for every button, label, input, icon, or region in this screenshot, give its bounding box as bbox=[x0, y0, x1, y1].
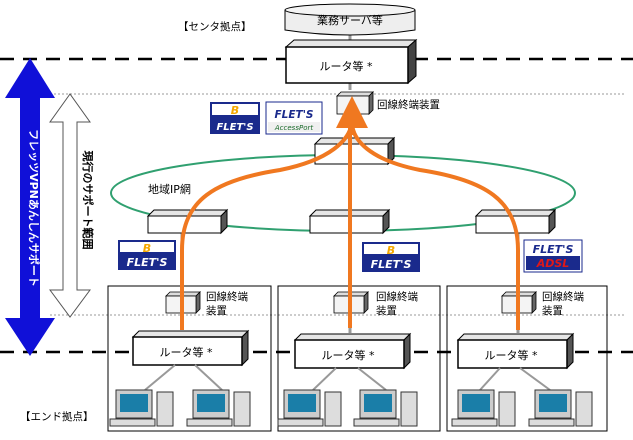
svg-text:FLET'S: FLET'S bbox=[371, 258, 412, 271]
end-router-1: ルータ等 * bbox=[131, 329, 250, 367]
svg-text:ADSL: ADSL bbox=[536, 257, 570, 270]
flets-vpn-support-arrow bbox=[5, 58, 55, 356]
end-line-terminal-3-label-b: 装置 bbox=[542, 304, 563, 317]
center-line-terminal-label: 回線終端装置 bbox=[377, 98, 440, 111]
flets-access-port-logo: FLET'S AccessPort bbox=[265, 101, 323, 135]
pc-1-2 bbox=[186, 389, 251, 427]
end-line-terminal-1-label-a: 回線終端 bbox=[206, 290, 248, 303]
svg-text:B: B bbox=[231, 104, 239, 117]
end-site-box-1 bbox=[107, 285, 272, 432]
b-flets-logo-top: B FLET'S bbox=[210, 102, 260, 134]
business-server: 業務サーバ等 bbox=[284, 3, 416, 36]
center-router-label: ルータ等 * bbox=[320, 59, 373, 73]
b-flets-logo-mid: B FLET'S bbox=[362, 242, 420, 272]
regional-ip-network-label: 地域IP網 bbox=[148, 182, 191, 196]
end-site-label: 【エンド拠点】 bbox=[20, 410, 94, 423]
end-site-box-2 bbox=[277, 285, 441, 432]
svg-text:AccessPort: AccessPort bbox=[274, 124, 313, 132]
svg-text:FLET'S: FLET'S bbox=[127, 256, 168, 269]
svg-text:FLET'S: FLET'S bbox=[216, 122, 253, 133]
svg-text:FLET'S: FLET'S bbox=[533, 243, 574, 256]
b-flets-logo-left: B FLET'S bbox=[118, 240, 176, 270]
end-line-terminal-3-label-a: 回線終端 bbox=[542, 290, 584, 303]
end-line-terminal-1-label-b: 装置 bbox=[206, 304, 227, 317]
pc-3-1 bbox=[451, 389, 516, 427]
end-router-3: ルータ等 * bbox=[456, 332, 575, 370]
pc-3-2 bbox=[528, 389, 593, 427]
svg-text:FLET'S: FLET'S bbox=[275, 109, 314, 121]
end-line-terminal-2-label-b: 装置 bbox=[376, 304, 397, 317]
pc-2-2 bbox=[353, 389, 418, 427]
end-router-1-label: ルータ等 * bbox=[160, 345, 213, 359]
current-support-scope-label: 現行のサポート範囲 bbox=[81, 151, 95, 250]
svg-text:B: B bbox=[387, 244, 395, 257]
current-support-scope-arrow bbox=[49, 93, 91, 318]
vpn-flow-arrows bbox=[180, 96, 520, 330]
center-router: ルータ等 * bbox=[284, 38, 418, 85]
flets-vpn-support-label: フレッツVPNあんしんサポート bbox=[27, 129, 41, 287]
center-site-label: 【センタ拠点】 bbox=[178, 20, 252, 33]
pc-group bbox=[109, 389, 593, 427]
end-router-2: ルータ等 * bbox=[293, 332, 412, 370]
end-site-box-3 bbox=[446, 285, 608, 432]
business-server-label: 業務サーバ等 bbox=[317, 13, 383, 27]
flets-adsl-logo: FLET'S ADSL bbox=[523, 239, 583, 273]
center-line-terminal bbox=[336, 91, 374, 115]
pc-2-1 bbox=[277, 389, 342, 427]
svg-text:B: B bbox=[143, 242, 151, 255]
end-router-2-label: ルータ等 * bbox=[322, 348, 375, 362]
end-line-terminal-2-label-a: 回線終端 bbox=[376, 290, 418, 303]
pc-1-1 bbox=[109, 389, 174, 427]
end-router-3-label: ルータ等 * bbox=[485, 348, 538, 362]
